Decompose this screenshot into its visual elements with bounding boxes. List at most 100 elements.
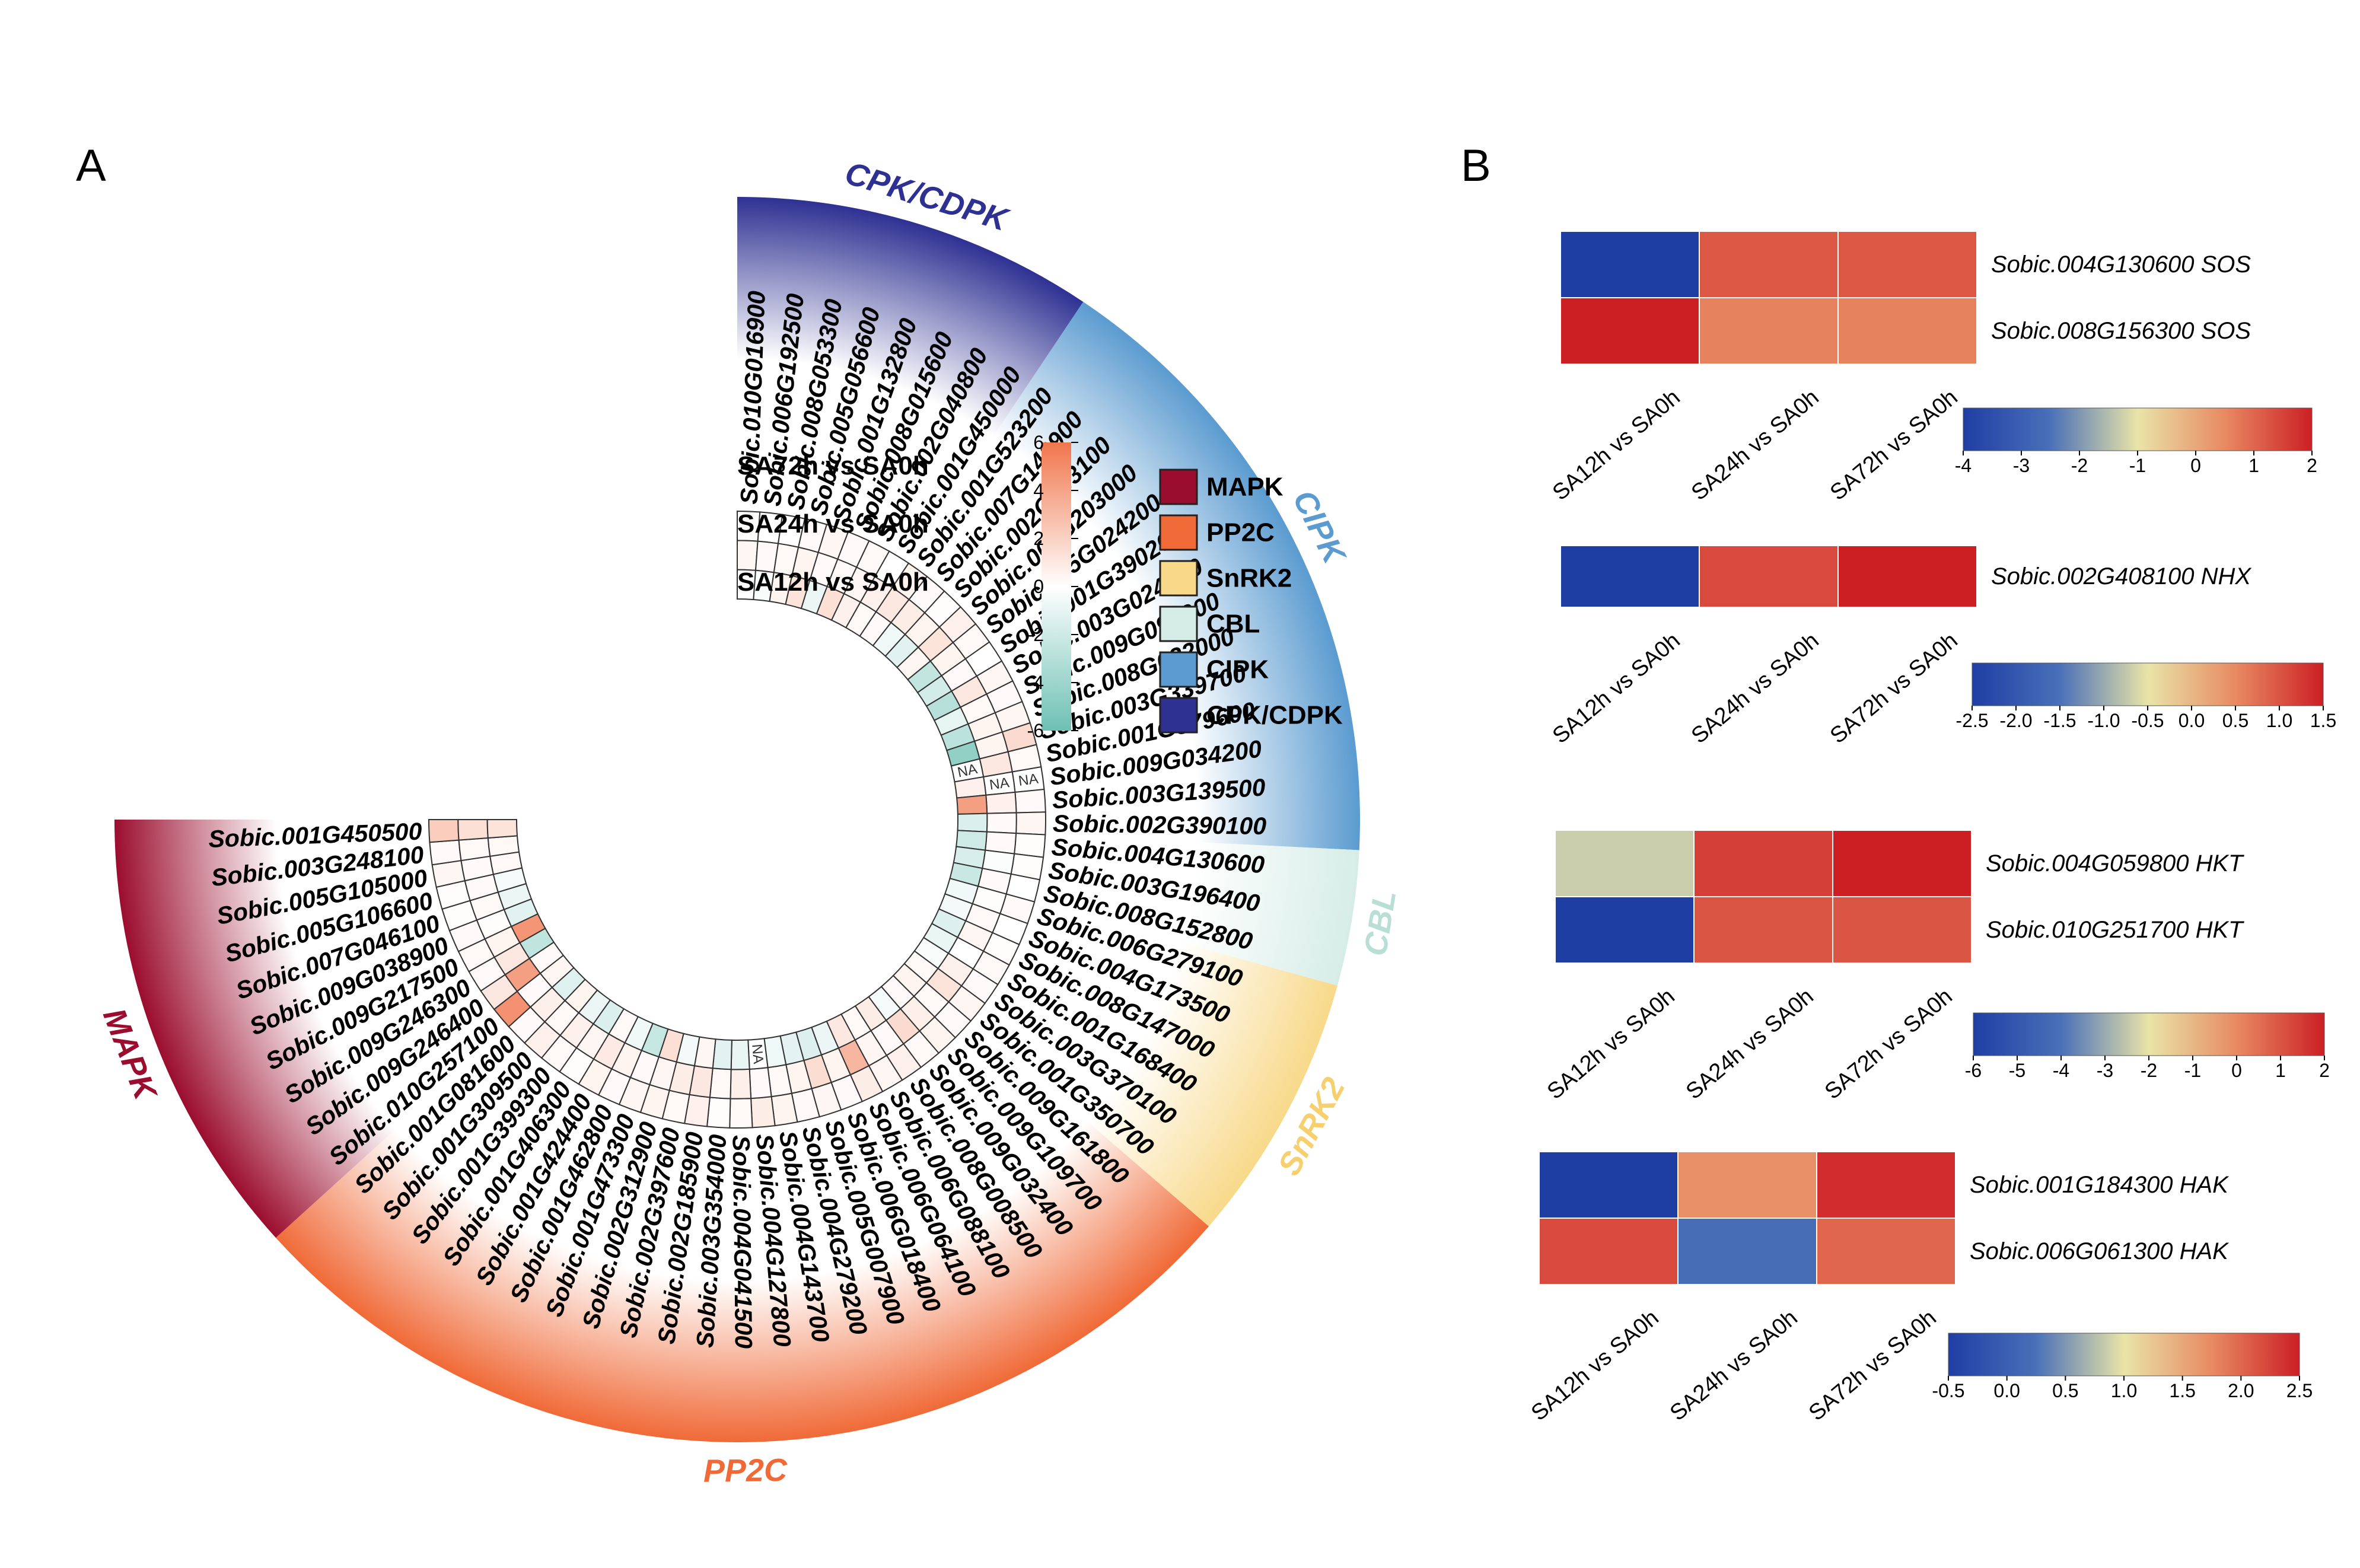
heatmap-cell (1816, 1218, 1956, 1285)
heatmap-cell (706, 1097, 731, 1129)
heatmap-cell (1014, 788, 1046, 814)
heatmap-cell (1555, 896, 1695, 964)
family-band-cbl (1034, 834, 1359, 986)
heatmap-row-label: Sobic.010G251700 HKT (1986, 917, 2244, 943)
heatmap-cell (1693, 896, 1833, 964)
heatmap-column-label: SA72h vs SA0h (1820, 984, 1957, 1104)
color-scale-tick-label: -4 (1027, 672, 1044, 693)
legend-label: CBL (1206, 610, 1260, 639)
heatmap-cell (429, 839, 462, 866)
ring-label-outer: SA72h vs SA0h (737, 451, 929, 480)
ring-label-middle: SA24h vs SA0h (737, 509, 929, 538)
heatmap-cell (957, 812, 988, 833)
heatmap-cell (1560, 545, 1700, 608)
legend-label: CPK/CDPK (1206, 701, 1343, 730)
family-band-snrk2 (970, 901, 1337, 1226)
heatmap-column-label: SA72h vs SA0h (1804, 1305, 1941, 1426)
family-band-pp2c (276, 1021, 1209, 1442)
heatmap-row-label: Sobic.001G184300 HAK (1970, 1172, 2230, 1198)
gene-label: Sobic.002G390100 (1053, 810, 1267, 840)
ring-label-inner: SA12h vs SA0h (737, 568, 929, 597)
colorbar (1963, 407, 2313, 451)
legend-swatch (1159, 514, 1198, 551)
family-band-cipk (908, 301, 1360, 850)
colorbar-tick-label: -1.0 (2087, 710, 2120, 731)
color-scale-tick-label: 6 (1033, 432, 1044, 453)
colorbar-tick-label: 0.5 (2222, 710, 2248, 731)
color-scale-tick-label: -6 (1027, 720, 1044, 741)
circular-heatmap-panel: A Sobic.010G016900Sobic.006G192500Sobic.… (76, 141, 1403, 1489)
colorbar (1972, 662, 2324, 706)
colorbar-tick-label: 1.0 (2111, 1380, 2137, 1401)
heatmap-cell (457, 819, 489, 841)
colorbar-tick-label: -2.5 (1955, 710, 1988, 731)
colorbar (1973, 1012, 2325, 1056)
colorbar-tick-label: -3 (2013, 455, 2030, 476)
colorbar-tick-label: 2 (2319, 1060, 2330, 1081)
heatmap-cell (1699, 545, 1839, 608)
family-band-cpk-cdpk (737, 197, 1084, 563)
heatmap-cell (1677, 1151, 1817, 1219)
colorbar-tick-label: -5 (2009, 1060, 2025, 1081)
colorbar-tick-label: 0 (2190, 455, 2201, 476)
colorbar-tick-label: 0.0 (2179, 710, 2205, 731)
heatmap-column-label: SA24h vs SA0h (1681, 984, 1818, 1104)
heatmap-row-label: Sobic.006G061300 HAK (1970, 1238, 2230, 1264)
legend-swatch (1159, 469, 1198, 505)
heatmap-cell (1837, 297, 1977, 365)
panel-a-letter: A (76, 141, 106, 191)
na-cell-label: NA (749, 1043, 766, 1065)
heatmap-row-label: Sobic.008G156300 SOS (1991, 318, 2251, 344)
heatmap-cell (1539, 1151, 1679, 1219)
colorbar-tick-label: -3 (2097, 1060, 2113, 1081)
colorbar-tick-label: -6 (1965, 1060, 1982, 1081)
heatmap-cell (750, 1096, 776, 1129)
heatmap-cell (1555, 830, 1695, 897)
heatmap-cell (737, 540, 759, 571)
colorbar-tick-label: -4 (2053, 1060, 2069, 1081)
heatmap-row-label: Sobic.004G130600 SOS (1991, 251, 2251, 278)
heatmap-cell (487, 835, 520, 857)
heatmap-cell (1832, 896, 1972, 964)
legend-swatch (1159, 560, 1198, 597)
heatmap-cell (486, 819, 518, 839)
legend-label: PP2C (1206, 518, 1275, 547)
small-heatmap-4: Sobic.001G184300 HAK Sobic.006G061300 HAK… (1527, 1151, 2313, 1426)
small-heatmap-1: Sobic.004G130600 SOS Sobic.008G156300 SOS… (1548, 231, 2317, 505)
heatmap-cell (1677, 1218, 1817, 1285)
heatmap-cell (729, 1098, 753, 1129)
colorbar-tick-label: 1.5 (2310, 710, 2336, 731)
heatmap-cell (1693, 830, 1833, 897)
colorbar-tick-label: 1.0 (2266, 710, 2292, 731)
colorbar-tick-label: -4 (1955, 455, 1972, 476)
heatmap-cell (458, 837, 491, 862)
heatmap-column-label: SA72h vs SA0h (1826, 385, 1963, 505)
colorbar-tick-label: 2 (2307, 455, 2317, 476)
na-cell-label: NA (1017, 771, 1039, 789)
heatmap-cell (1560, 231, 1700, 298)
heatmap-cell (956, 794, 988, 815)
heatmap-cell (1699, 297, 1839, 365)
small-heatmap-3: Sobic.004G059800 HKT Sobic.010G251700 HKT… (1543, 830, 2330, 1104)
heatmap-column-label: SA12h vs SA0h (1543, 984, 1680, 1104)
heatmap-row-label: Sobic.002G408100 NHX (1991, 563, 2251, 589)
heatmap-cell (1699, 231, 1839, 298)
colorbar-tick-label: 1.5 (2169, 1380, 2195, 1401)
heatmap-column-label: SA24h vs SA0h (1665, 1305, 1802, 1426)
heatmap-column-label: SA72h vs SA0h (1826, 628, 1963, 748)
legend-swatch (1159, 697, 1198, 734)
colorbar-tick-label: -2 (2071, 455, 2088, 476)
heatmap-cell (749, 1067, 772, 1099)
heatmap-cell (709, 1067, 732, 1099)
heatmap-row-label: Sobic.004G059800 HKT (1986, 850, 2244, 877)
heatmap-column-label: SA24h vs SA0h (1687, 385, 1824, 505)
colorbar-tick-label: 0.5 (2052, 1380, 2078, 1401)
family-label: CBL (1358, 888, 1403, 958)
legend-label: MAPK (1206, 473, 1283, 502)
heatmap-cell (428, 819, 460, 843)
